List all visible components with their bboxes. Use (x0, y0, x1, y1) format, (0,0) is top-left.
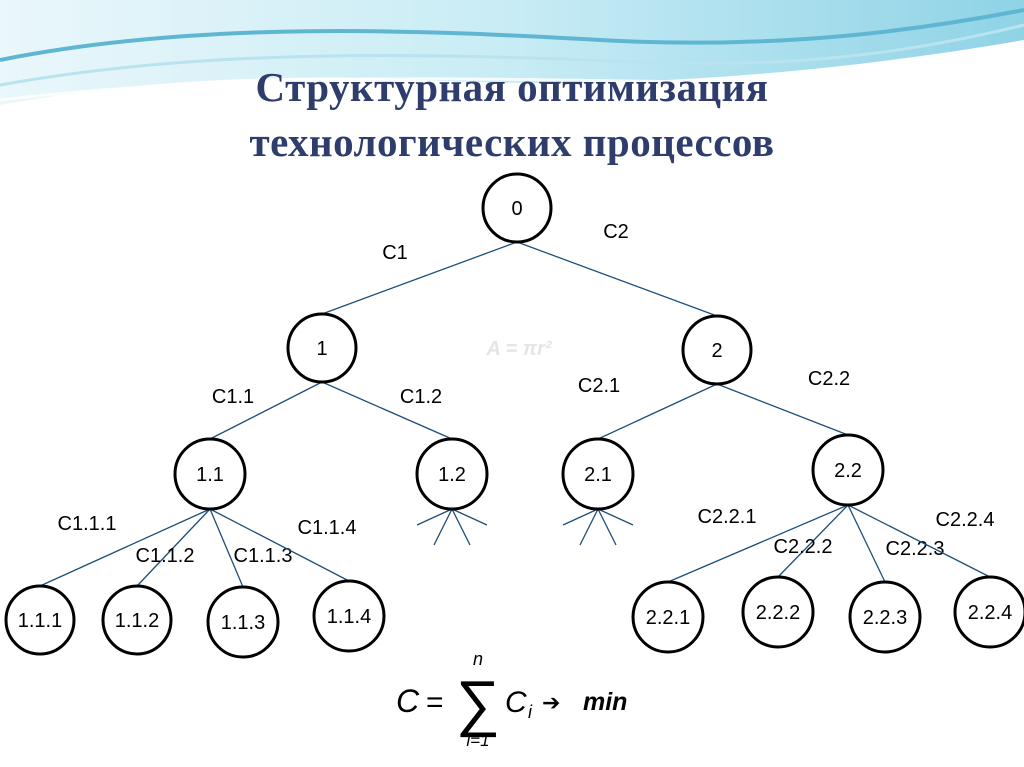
node-label: 2.2.3 (863, 607, 907, 629)
node-label: 1.2 (438, 464, 466, 486)
node-1-1: 1.1 (173, 437, 247, 511)
edge-c2-1 (597, 383, 718, 440)
edge-label: C2.2.2 (774, 536, 833, 558)
node-label: 1 (316, 338, 327, 360)
edge-label: C1.1.2 (136, 545, 195, 567)
title-line-1: Структурная оптимизация (255, 64, 769, 110)
edge-c1-1 (209, 381, 323, 440)
truncated-branches-1-2 (416, 508, 488, 546)
node-2-2-2: 2.2.2 (741, 575, 815, 649)
edge-c1-1-4 (209, 508, 350, 582)
truncated-branches-2-1 (562, 508, 634, 546)
node-2-2-3: 2.2.3 (848, 580, 922, 654)
node-2-2-4: 2.2.4 (953, 575, 1024, 649)
node-label: 2 (711, 340, 722, 362)
formula-term-subscript: i (528, 702, 533, 722)
node-label: 2.2 (834, 460, 862, 482)
node-label: 2.2.2 (756, 602, 800, 624)
node-label: 1.1.1 (18, 610, 62, 632)
edge-label: C2.2.4 (936, 509, 995, 531)
node-1-2: 1.2 (415, 437, 489, 511)
edge-label: C1.1.1 (58, 513, 117, 535)
edge-label: C1 (382, 242, 408, 264)
formula-goal: min (583, 688, 627, 716)
node-1-1-2: 1.1.2 (101, 584, 173, 656)
node-label: 1.1.2 (115, 610, 159, 632)
node-1: 1 (286, 312, 358, 384)
edge-label: C2.2 (808, 368, 850, 390)
node-label: 0 (511, 198, 522, 220)
node-2: 2 (681, 314, 753, 386)
formula-equals: = (426, 686, 444, 719)
node-1-1-1: 1.1.1 (4, 584, 76, 656)
node-label: 2.1 (584, 464, 612, 486)
edge-c2-2-2 (777, 504, 849, 578)
watermark-formula: A = πr² (485, 338, 553, 360)
edge-c1 (321, 241, 518, 315)
edge-label: C1.1.4 (298, 517, 357, 539)
formula-lhs: C (396, 683, 420, 719)
edge-c2 (516, 241, 718, 317)
node-label: 1.1.4 (327, 606, 371, 628)
node-label: 1.1.3 (221, 612, 265, 634)
edge-c2-2-3 (847, 504, 886, 583)
edge-label: C2.2.3 (886, 538, 945, 560)
edge-label: C1.1.3 (234, 545, 293, 567)
edge-c2-2-4 (847, 504, 991, 578)
edge-c1-1-1 (39, 508, 211, 587)
arrow-icon: ➔ (542, 690, 560, 715)
edge-c1-1-2 (136, 508, 211, 587)
edge-label: C2.1 (578, 375, 620, 397)
edge-label: C2 (603, 221, 629, 243)
sum-lower-limit: i=1 (466, 731, 489, 750)
node-label: 1.1 (196, 464, 224, 486)
node-2-1: 2.1 (561, 437, 635, 511)
node-label: 2.2.1 (646, 607, 690, 629)
formula-term: C (505, 686, 527, 719)
node-1-1-4: 1.1.4 (312, 579, 386, 653)
edge-c1-2 (321, 381, 453, 440)
edge-c1-1-3 (209, 508, 244, 588)
sum-upper-limit: n (473, 649, 483, 669)
edge-label: C2.2.1 (698, 506, 757, 528)
node-0: 0 (481, 172, 553, 244)
title-line-2: технологических процессов (249, 119, 775, 165)
node-1-1-3: 1.1.3 (206, 585, 280, 659)
edge-c2-2 (716, 383, 849, 436)
edge-c2-2-1 (667, 504, 849, 583)
node-2-2: 2.2 (811, 433, 885, 507)
node-2-2-1: 2.2.1 (631, 580, 705, 654)
edge-label: C1.1 (212, 386, 254, 408)
edge-label: C1.2 (400, 386, 442, 408)
node-label: 2.2.4 (968, 602, 1012, 624)
sum-symbol: ∑ (456, 669, 500, 738)
